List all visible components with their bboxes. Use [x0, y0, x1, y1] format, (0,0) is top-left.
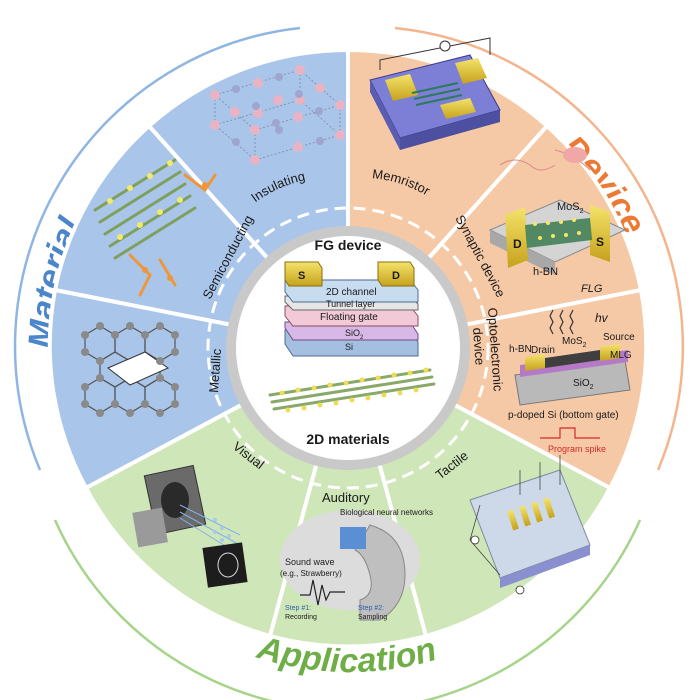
auditory-network-label: Biological neural networks	[340, 508, 433, 517]
auditory-illustration: Biological neural networks Sound wave (e…	[280, 508, 433, 621]
fg-device-stack: S D 2D channel Tunnel layer Floating gat…	[284, 261, 419, 357]
opto-source-label: Source	[603, 332, 635, 343]
device-outer-arc	[394, 26, 685, 471]
stack-fg-label: Floating gate	[320, 312, 378, 323]
stack-d-label: D	[392, 270, 400, 282]
sector-label-opto-1: Optoelectronic	[485, 307, 506, 392]
tactile-illustration	[469, 455, 591, 595]
memristor-illustration	[369, 37, 501, 150]
sector-label-metallic: Metallic	[206, 348, 224, 394]
sector-label-auditory: Auditory	[322, 490, 370, 505]
stack-s-label: S	[298, 270, 305, 282]
opto-drain-label: Drain	[531, 345, 555, 356]
synaptic-flg-label: FLG	[581, 283, 603, 295]
auditory-sound-eg-label: (e.g., Strawberry)	[280, 569, 342, 578]
auditory-step1b-label: Recording	[285, 614, 317, 621]
stack-tunnel-label: Tunnel layer	[326, 299, 375, 309]
synaptic-mos2-label: MoS2	[557, 201, 584, 215]
visual-illustration	[132, 464, 248, 588]
center-title: FG device	[315, 237, 382, 253]
opto-hbn-label: h-BN	[509, 344, 532, 355]
stack-oxide-label: SiO2	[345, 328, 364, 341]
semiconducting-illustration	[93, 158, 217, 297]
opto-hv-label: hv	[595, 311, 609, 325]
2d-material-ribbon	[268, 367, 436, 413]
inner-dashed-ring	[206, 206, 490, 490]
synaptic-s-label: S	[596, 235, 604, 249]
stack-channel-label: 2D channel	[326, 287, 377, 298]
sector-label-opto-2: device	[470, 327, 488, 366]
synaptic-d-label: D	[513, 237, 522, 251]
auditory-step2-label: Step #2:	[358, 605, 384, 612]
stack-si-label: Si	[345, 342, 353, 352]
opto-substrate-label: p-doped Si (bottom gate)	[508, 410, 619, 421]
opto-mos2-label: MoS2	[562, 336, 587, 349]
auditory-step2b-label: Sampling	[358, 614, 387, 621]
opto-sio2-label: SiO2	[573, 378, 594, 391]
optoelectronic-illustration: hv Drain MoS2 Source h-BN MLG SiO2 p-dop…	[508, 309, 635, 454]
material-outer-arc	[13, 26, 301, 471]
opto-mlg-label: MLG	[610, 350, 632, 361]
opto-pulse-label: Program spike	[548, 444, 606, 454]
synaptic-hbn-label: h-BN	[533, 266, 558, 278]
auditory-sound-label: Sound wave	[285, 557, 335, 567]
center-subtitle: 2D materials	[306, 431, 389, 447]
synaptic-illustration: MoS2 D S h-BN FLG	[488, 147, 627, 295]
insulating-lattice-illustration	[210, 65, 345, 165]
auditory-step1-label: Step #1:	[285, 605, 311, 612]
metallic-graphene-illustration	[81, 322, 179, 417]
application-outer-arc	[53, 519, 642, 700]
